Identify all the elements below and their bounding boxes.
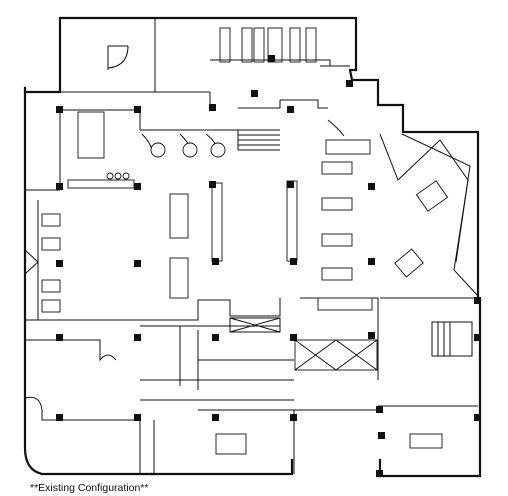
column (376, 470, 383, 477)
column (474, 334, 481, 341)
ws-chair-a (106, 172, 114, 180)
north-wing-lower-wall (210, 59, 350, 67)
west-rooms (24, 109, 141, 421)
west-office-wall (59, 109, 141, 188)
column (134, 414, 141, 421)
column (212, 414, 219, 421)
bench-table-3 (321, 233, 353, 247)
ws-chair-c (122, 172, 130, 180)
workstation-spine-1 (211, 182, 223, 262)
column (376, 406, 383, 413)
column (209, 181, 216, 188)
restroom-walls (139, 359, 294, 474)
workstation-long-top (67, 179, 135, 189)
column (134, 106, 141, 113)
southwest-room-wall (24, 396, 140, 421)
column (368, 183, 375, 190)
bench-table-2 (321, 197, 353, 211)
north-office-door-arc (107, 45, 129, 69)
east-lounge-chair (394, 248, 424, 278)
east-angled-wall (379, 133, 479, 297)
west-door-arc (24, 249, 39, 275)
north-cabinet-1 (219, 27, 231, 63)
east-lounge-sofa (415, 180, 449, 212)
north-east-wall (348, 68, 480, 302)
column (368, 332, 375, 339)
west-lower-room (25, 339, 117, 362)
north-cabinet-2 (241, 27, 253, 63)
reception-area (140, 92, 371, 158)
column (56, 106, 63, 113)
elevator-shafts (229, 317, 281, 333)
west-desk-1 (41, 213, 61, 227)
kitchen-counter (317, 297, 373, 311)
column (212, 334, 219, 341)
column (368, 258, 375, 265)
west-wall (23, 86, 154, 476)
east-wing (377, 133, 479, 449)
north-wing-rooms (60, 18, 350, 93)
column (474, 297, 481, 304)
column (290, 334, 297, 341)
column (378, 432, 385, 439)
column (134, 334, 141, 341)
west-office-desk (77, 111, 105, 159)
west-desk-2 (41, 237, 61, 251)
ws-chair-b (114, 172, 122, 180)
column (56, 414, 63, 421)
east-south-sofa (409, 433, 443, 449)
structural-columns (56, 55, 481, 477)
column (251, 90, 258, 97)
reception-chair-2 (182, 142, 198, 158)
column (56, 260, 63, 267)
bench-table-4 (321, 267, 353, 281)
north-cabinet-3 (253, 27, 265, 63)
workstation-spine-2 (286, 180, 298, 262)
column (287, 181, 294, 188)
south-wall (150, 458, 382, 478)
column (134, 260, 141, 267)
stair-core-x (294, 339, 378, 371)
west-desk-3 (41, 279, 61, 293)
reception-chair-3 (210, 142, 226, 158)
column (56, 183, 63, 190)
column (209, 104, 216, 111)
reception-chair-1 (150, 142, 166, 158)
column (290, 414, 297, 421)
stair-core-box (294, 339, 378, 371)
east-wall (378, 298, 482, 478)
south-center-wall (198, 409, 380, 474)
column (290, 258, 297, 265)
north-cabinet-6 (305, 27, 317, 63)
column (212, 258, 219, 265)
west-inner-wall (25, 189, 130, 321)
stair-lines (238, 129, 280, 151)
reception-wall (140, 92, 281, 150)
column (474, 414, 481, 421)
column (268, 55, 275, 62)
column (346, 80, 353, 87)
conference-table-2 (169, 257, 189, 299)
conference-table-1 (169, 193, 189, 239)
column (56, 334, 63, 341)
configuration-caption: **Existing Configuration** (30, 482, 149, 494)
reception-right-wall (280, 99, 345, 137)
column (134, 183, 141, 190)
core-rooms (139, 317, 380, 474)
north-wing-wall (23, 16, 358, 94)
west-desk-4 (41, 299, 61, 313)
north-cabinet-5 (289, 27, 301, 63)
south-office-desk (215, 433, 247, 455)
east-stair (431, 321, 473, 357)
east-curtain-wall (401, 133, 471, 263)
column (287, 106, 294, 113)
north-office-wall (60, 18, 210, 93)
open-office (67, 161, 379, 321)
east-south-wall (377, 297, 478, 407)
exterior-walls (23, 16, 482, 478)
bench-table-1 (321, 161, 353, 175)
copy-area (325, 139, 371, 155)
